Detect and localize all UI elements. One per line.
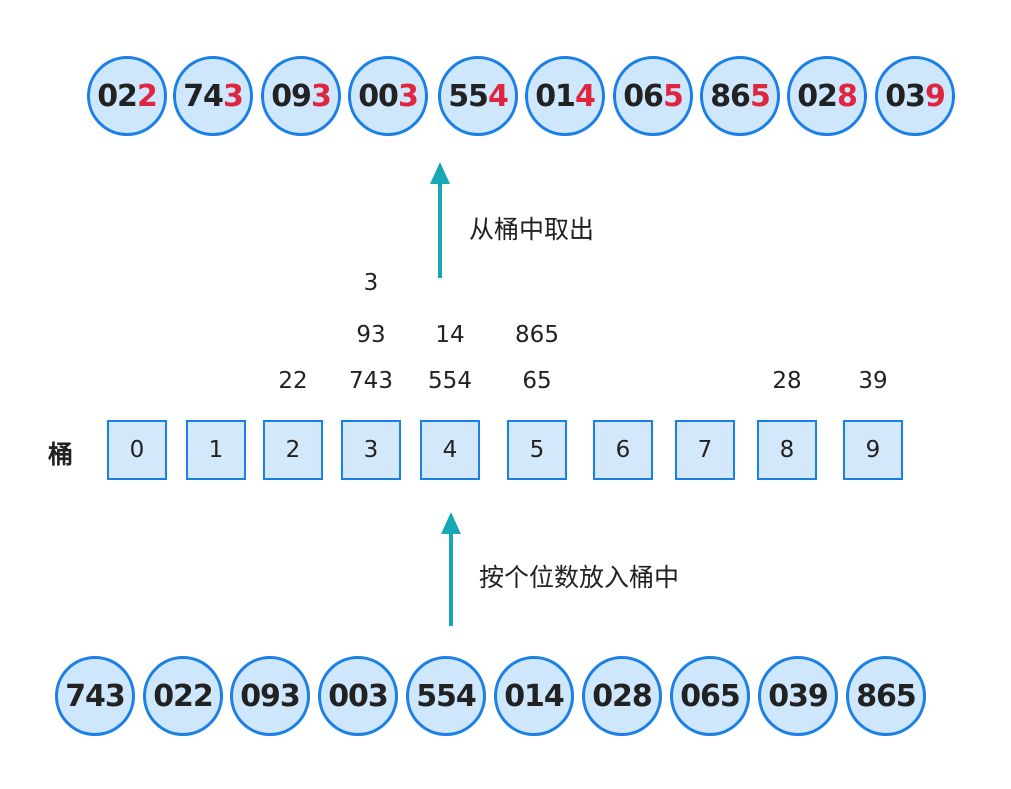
bucket-8-item: 28 — [772, 368, 802, 394]
input-number-circle: 065 — [670, 656, 750, 736]
number-prefix: 02 — [97, 78, 138, 114]
input-number-circle: 554 — [406, 656, 486, 736]
number-prefix: 02 — [797, 78, 838, 114]
bucket-5-item: 865 — [515, 322, 559, 348]
bucket-4-item: 14 — [435, 322, 465, 348]
input-number-circle: 743 — [55, 656, 135, 736]
ones-digit: 2 — [136, 78, 158, 114]
number-prefix: 01 — [535, 78, 576, 114]
bucket-9: 9 — [843, 420, 903, 480]
bucket-3-item: 93 — [356, 322, 386, 348]
bucket-3-item: 3 — [363, 270, 379, 296]
ones-digit: 5 — [662, 78, 684, 114]
put-in-arrow-icon — [441, 512, 461, 626]
ones-digit: 4 — [574, 78, 596, 114]
input-number-circle: 028 — [582, 656, 662, 736]
input-number-circle: 865 — [846, 656, 926, 736]
bucket-5: 5 — [507, 420, 567, 480]
bucket-3-item: 743 — [349, 368, 393, 394]
bucket-1: 1 — [186, 420, 246, 480]
input-number-circle: 003 — [318, 656, 398, 736]
ones-digit: 4 — [487, 78, 509, 114]
ones-digit: 9 — [924, 78, 946, 114]
input-number-circle: 022 — [143, 656, 223, 736]
ones-digit: 8 — [836, 78, 858, 114]
ones-digit: 5 — [749, 78, 771, 114]
take-out-label: 从桶中取出 — [469, 215, 595, 244]
put-in-label: 按个位数放入桶中 — [479, 563, 680, 592]
bucket-2-item: 22 — [278, 368, 308, 394]
number-prefix: 86 — [710, 78, 751, 114]
bucket-6: 6 — [593, 420, 653, 480]
bucket-title: 桶 — [48, 440, 74, 469]
number-prefix: 55 — [448, 78, 489, 114]
bucket-4: 4 — [420, 420, 480, 480]
number-prefix: 74 — [183, 78, 224, 114]
bucket-8: 8 — [757, 420, 817, 480]
number-prefix: 03 — [885, 78, 926, 114]
number-prefix: 00 — [358, 78, 399, 114]
take-out-arrow-icon — [430, 162, 450, 278]
bucket-7: 7 — [675, 420, 735, 480]
input-number-circle: 093 — [230, 656, 310, 736]
bucket-5-item: 65 — [522, 368, 552, 394]
bucket-9-item: 39 — [858, 368, 888, 394]
ones-digit: 3 — [397, 78, 419, 114]
input-number-circle: 039 — [758, 656, 838, 736]
number-prefix: 09 — [271, 78, 312, 114]
bucket-3: 3 — [341, 420, 401, 480]
bucket-2: 2 — [263, 420, 323, 480]
number-prefix: 06 — [623, 78, 664, 114]
ones-digit: 3 — [310, 78, 332, 114]
input-number-circle: 014 — [494, 656, 574, 736]
bucket-0: 0 — [107, 420, 167, 480]
bucket-4-item: 554 — [428, 368, 472, 394]
ones-digit: 3 — [222, 78, 244, 114]
